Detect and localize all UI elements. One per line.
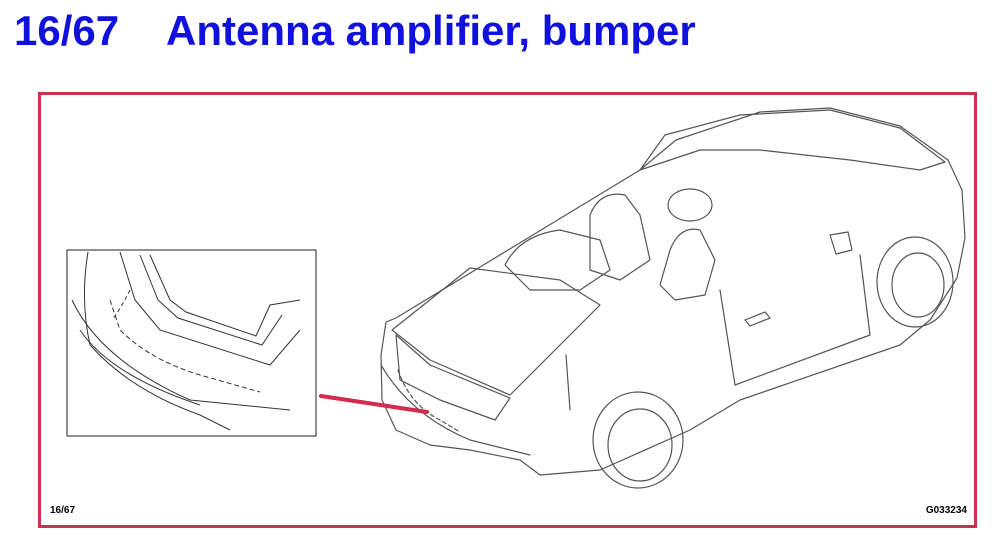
figure-frame — [38, 92, 977, 528]
car-body-outline — [380, 107, 966, 476]
rear-wheel-arch — [592, 391, 684, 489]
windshield — [639, 109, 946, 171]
figure-code: G033234 — [925, 505, 967, 516]
rear-seat — [504, 229, 611, 291]
door-line — [719, 254, 871, 386]
side-mirror — [829, 231, 853, 255]
door-handle — [744, 311, 771, 327]
front-wheel — [891, 252, 945, 318]
antenna-dashed-path — [397, 369, 461, 433]
trunk-lid — [391, 267, 601, 396]
detail-inset — [66, 249, 317, 437]
figure-page-ref: 16/67 — [50, 505, 76, 516]
page-heading: 16/67 Antenna amplifier, bumper — [14, 2, 696, 60]
steering-wheel — [667, 188, 713, 222]
rear-panel — [395, 334, 511, 421]
front-seat-left — [589, 193, 651, 281]
callout-line — [319, 394, 429, 414]
rear-wheel — [607, 408, 673, 482]
front-seat-right — [659, 228, 716, 301]
page-number: 16/67 — [14, 7, 120, 54]
front-wheel-arch — [876, 236, 954, 328]
page-title: Antenna amplifier, bumper — [166, 7, 696, 54]
antenna — [565, 354, 571, 411]
